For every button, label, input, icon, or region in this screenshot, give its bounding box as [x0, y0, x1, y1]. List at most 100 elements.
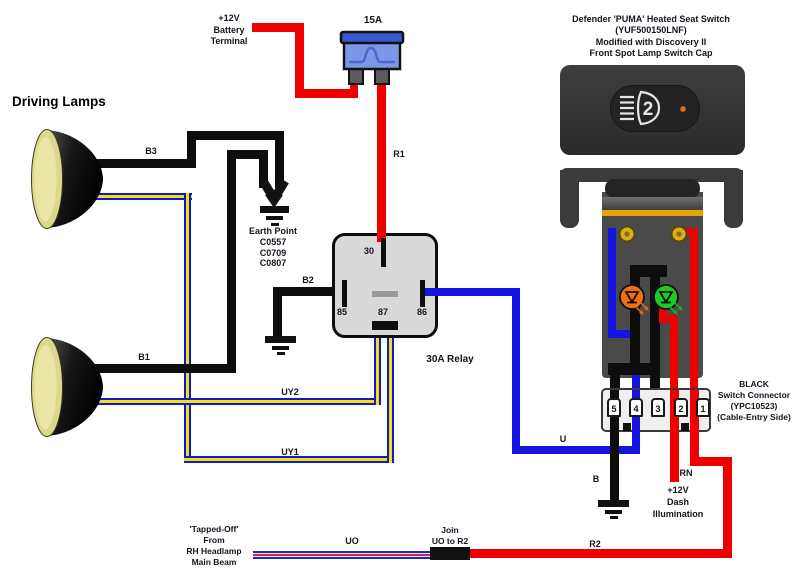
connector-latch [623, 423, 631, 431]
wire-label-uo: UO [345, 536, 359, 546]
wire-label-uy1: UY1 [281, 447, 299, 457]
wire-battery-seg [295, 89, 358, 98]
switch-accent-stripe [602, 210, 703, 216]
wire-uo-seg [253, 551, 432, 559]
fuse-rating-label: 15A [363, 15, 383, 26]
connector-pin-2: 2 [674, 398, 688, 417]
splice-joint [430, 547, 470, 560]
dash-illumination-label: +12V Dash Illumination [652, 485, 704, 519]
wire-label-rn: RN [679, 468, 693, 478]
relay-pin86-label: 86 [416, 307, 427, 317]
wire-uy1-seg [387, 328, 394, 463]
wire-b1-seg [90, 364, 236, 373]
led-indicators [619, 284, 683, 315]
wire-battery-seg [350, 78, 358, 98]
relay-pin87-blade [372, 321, 398, 330]
wire-b2-seg [273, 287, 343, 296]
relay-pin85-label: 85 [336, 307, 347, 317]
wire-u-seg [425, 288, 520, 296]
wire-b1-seg [227, 150, 236, 373]
switch-wire-red [659, 303, 667, 323]
wire-uy2-seg [374, 328, 381, 405]
relay-pin85-blade [342, 280, 347, 307]
switch-wire-blue [632, 330, 640, 432]
wire-u-seg [512, 446, 640, 454]
svg-text:2: 2 [643, 99, 654, 120]
earth-ground-icon [259, 178, 289, 208]
connector-pin-4: 4 [629, 398, 643, 417]
wire-label-u: U [559, 434, 567, 444]
switch-wire-blue [608, 228, 616, 338]
wire-b3-seg [187, 131, 196, 168]
relay-pin30-blade [381, 238, 386, 267]
earth-ground-icon [271, 223, 279, 226]
relay-name-label: 30A Relay [426, 354, 474, 365]
wire-rn-seg [670, 390, 679, 482]
wire-label-r1: R1 [393, 149, 405, 159]
wire-b1-seg [259, 150, 268, 188]
bulb-holders [618, 225, 688, 243]
switch-wire-black [630, 265, 640, 375]
driving-lamp-bottom [31, 337, 103, 437]
wire-b3-seg [187, 131, 284, 140]
ground-icon [272, 346, 289, 350]
switch-bracket-arm-left [560, 170, 579, 228]
wire-r1-seg [377, 80, 386, 242]
switch-wire-black [650, 265, 660, 375]
switch-hinge [605, 179, 700, 198]
switch-wire-red [679, 228, 698, 236]
wire-label-uy2: UY2 [281, 387, 299, 397]
wire-battery-seg [295, 23, 304, 98]
wire-b-seg [610, 390, 619, 502]
wire-u-seg [512, 288, 520, 454]
wire-label-b1: B1 [138, 352, 150, 362]
connector-pin-3: 3 [651, 398, 665, 417]
wire-label-b3: B3 [145, 146, 157, 156]
switch-bracket-arm-right [724, 170, 743, 228]
fuse-15a-icon [339, 30, 405, 85]
switch-wire-red [659, 315, 678, 323]
relay-pin87-label: 87 [377, 307, 388, 317]
earth-ground-icon [260, 206, 289, 213]
wire-battery-seg [252, 23, 304, 32]
ground-icon [265, 336, 296, 343]
wire-uy2-seg [90, 398, 381, 405]
wire-label-b: B [592, 474, 600, 484]
ground-icon [610, 516, 618, 519]
ground-icon [598, 500, 629, 507]
green-led-icon [653, 284, 683, 315]
wire-b3-seg [275, 131, 284, 188]
wire-label-b2: B2 [302, 275, 314, 285]
spot-lamp-icon: 2 [620, 90, 686, 126]
ground-icon [605, 510, 622, 514]
switch-wire-red [670, 315, 678, 432]
connector-pin-1: 1 [696, 398, 710, 417]
wire-r2-seg [466, 549, 732, 558]
switch-wire-blue [608, 330, 634, 338]
wire-r2-seg [723, 457, 732, 558]
relay-pin86-blade [420, 280, 425, 307]
connector-note: BLACK Switch Connector (YPC10523) (Cable… [717, 379, 791, 422]
wire-uy1-seg [184, 193, 191, 463]
connector-latch [681, 423, 689, 431]
driving-lamp-top [31, 129, 103, 229]
switch-wire-red [690, 228, 698, 432]
wire-b1-seg [227, 150, 268, 159]
wire-uy1-seg [184, 456, 394, 463]
connector-pin-5: 5 [607, 398, 621, 417]
rocker-led-dot [680, 106, 686, 112]
switch-title: Defender 'PUMA' Heated Seat Switch (YUF5… [572, 14, 730, 58]
wire-b3-seg [90, 159, 196, 168]
wire-label-r2: R2 [589, 539, 601, 549]
earth-ground-icon [266, 216, 283, 220]
switch-wire-black [608, 363, 660, 375]
wire-r2-seg [690, 390, 699, 466]
tapped-off-note: 'Tapped-Off' From RH Headlamp Main Beam [186, 524, 242, 567]
battery-terminal-label: +12V Battery Terminal [210, 13, 248, 46]
orange-led-icon [619, 284, 649, 315]
wire-u-seg [632, 390, 640, 448]
switch-bracket [560, 168, 743, 182]
wire-b2-seg [273, 287, 282, 337]
join-note: Join UO to R2 [431, 525, 469, 546]
